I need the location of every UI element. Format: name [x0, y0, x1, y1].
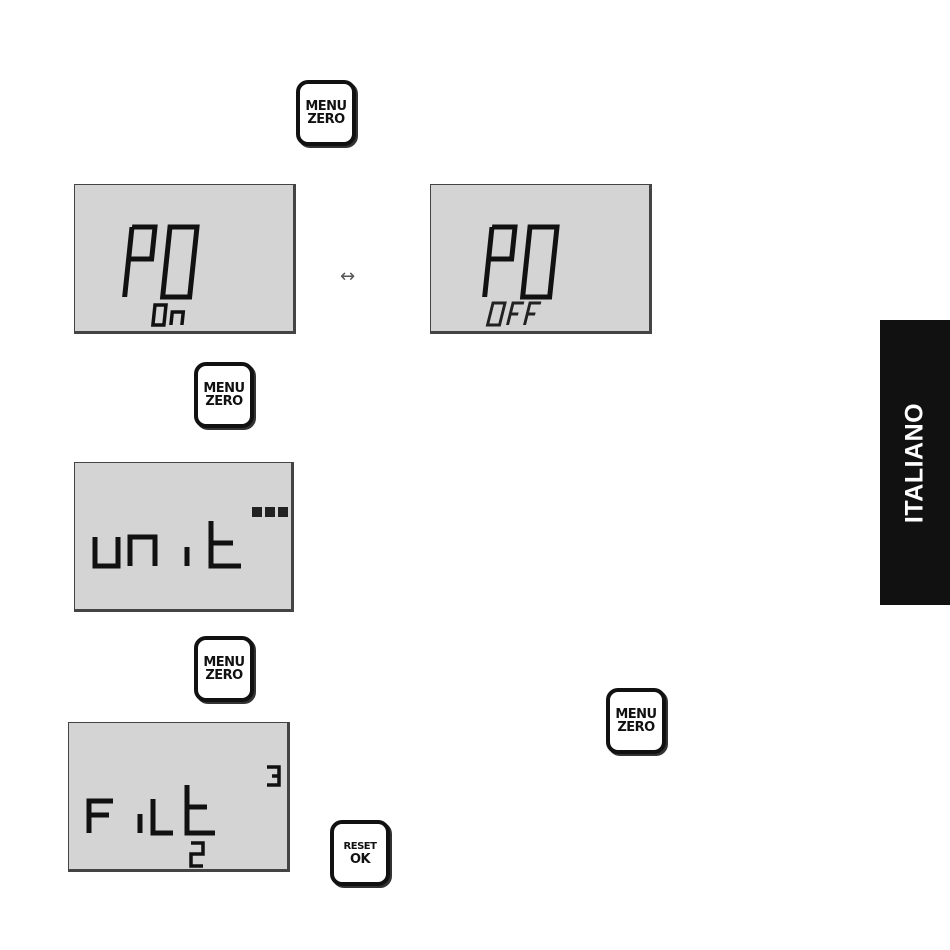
lcd-unit [74, 462, 294, 612]
zero-label: ZERO [205, 395, 242, 408]
toggle-arrow: ↔ [340, 266, 355, 287]
zero-label: ZERO [307, 113, 344, 126]
lcd-po-off [430, 184, 652, 334]
menu-zero-button[interactable]: MENU ZERO [296, 80, 356, 146]
zero-label: ZERO [205, 669, 242, 682]
filt-segments [69, 723, 291, 873]
reset-label: RESET [344, 841, 377, 853]
lcd-filt [68, 722, 290, 872]
po-on-segments [75, 185, 297, 335]
menu-zero-button[interactable]: MENU ZERO [194, 636, 254, 702]
po-off-segments [431, 185, 653, 335]
menu-zero-button[interactable]: MENU ZERO [606, 688, 666, 754]
menu-zero-button[interactable]: MENU ZERO [194, 362, 254, 428]
zero-label: ZERO [617, 721, 654, 734]
language-tab-label: ITALIANO [901, 402, 930, 522]
reset-ok-button[interactable]: RESET OK [330, 820, 390, 886]
unit-indicator [252, 507, 288, 517]
unit-segments [75, 463, 295, 613]
lcd-po-on [74, 184, 296, 334]
ok-label: OK [350, 853, 370, 866]
language-tab: ITALIANO [880, 320, 950, 605]
